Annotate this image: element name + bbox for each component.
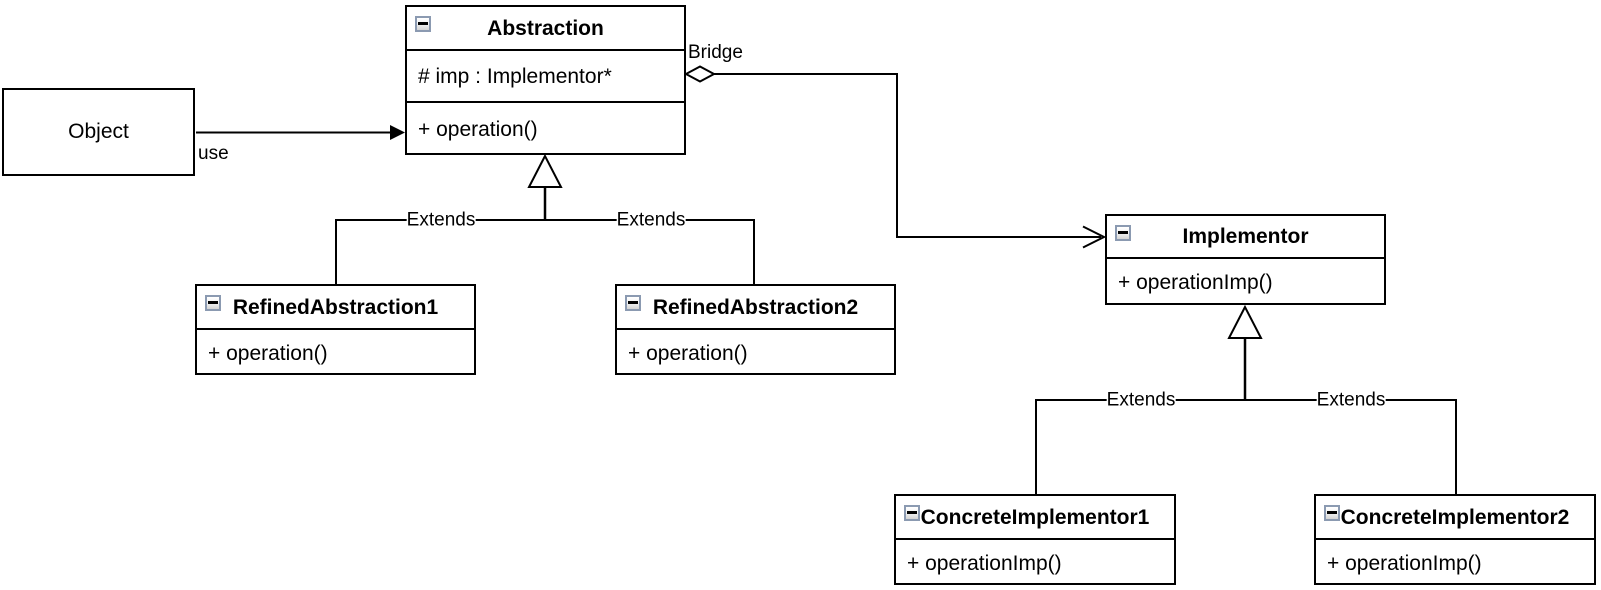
- class-object-title: Object: [68, 120, 129, 143]
- edge-generalization-implementor[interactable]: [1035, 304, 1457, 494]
- edge-generalization-abstraction[interactable]: [335, 153, 755, 284]
- class-abstraction-method: + operation(): [407, 101, 684, 153]
- class-concrete-implementor1-title: ConcreteImplementor1: [920, 505, 1150, 529]
- class-refined-abstraction2[interactable]: RefinedAbstraction2 + operation(): [615, 284, 896, 375]
- class-refined-abstraction2-title: RefinedAbstraction2: [652, 295, 859, 319]
- collapse-minus-icon[interactable]: [904, 505, 920, 521]
- collapse-minus-icon[interactable]: [415, 16, 431, 32]
- class-abstraction-attribute: # imp : Implementor*: [407, 49, 684, 101]
- edge-label-extends-1: Extends: [406, 209, 476, 231]
- class-refined-abstraction2-method: + operation(): [617, 328, 894, 373]
- edge-use-association[interactable]: [196, 125, 405, 140]
- class-abstraction[interactable]: Abstraction # imp : Implementor* + opera…: [405, 5, 686, 155]
- class-abstraction-title: Abstraction: [487, 16, 604, 40]
- open-arrowhead-icon: [1082, 225, 1107, 249]
- edge-label-bridge: Bridge: [688, 42, 743, 63]
- hollow-triangle-icon: [527, 153, 563, 188]
- edge-label-use: use: [198, 143, 229, 164]
- class-implementor-title: Implementor: [1182, 225, 1309, 248]
- filled-arrowhead-icon: [390, 125, 405, 140]
- class-concrete-implementor1[interactable]: ConcreteImplementor1 + operationImp(): [894, 494, 1176, 585]
- class-implementor-method: + operationImp(): [1107, 257, 1384, 303]
- edge-label-extends-2: Extends: [616, 209, 686, 231]
- collapse-minus-icon[interactable]: [625, 295, 641, 311]
- class-object[interactable]: Object: [2, 88, 195, 176]
- class-refined-abstraction1-method: + operation(): [197, 328, 474, 373]
- collapse-minus-icon[interactable]: [205, 295, 221, 311]
- edge-label-extends-4: Extends: [1316, 389, 1386, 411]
- hollow-triangle-icon: [1227, 304, 1263, 339]
- class-concrete-implementor2-method: + operationImp(): [1316, 538, 1594, 583]
- class-concrete-implementor2-title: ConcreteImplementor2: [1340, 505, 1570, 529]
- edge-label-extends-3: Extends: [1106, 389, 1176, 411]
- class-refined-abstraction1[interactable]: RefinedAbstraction1 + operation(): [195, 284, 476, 375]
- class-refined-abstraction1-title: RefinedAbstraction1: [232, 295, 439, 319]
- class-concrete-implementor2[interactable]: ConcreteImplementor2 + operationImp(): [1314, 494, 1596, 585]
- class-concrete-implementor1-method: + operationImp(): [896, 538, 1174, 583]
- collapse-minus-icon[interactable]: [1324, 505, 1340, 521]
- edge-bridge-aggregation[interactable]: [683, 65, 1107, 249]
- aggregation-diamond-icon: [683, 65, 717, 83]
- class-implementor[interactable]: Implementor + operationImp(): [1105, 214, 1386, 305]
- collapse-minus-icon[interactable]: [1115, 225, 1131, 241]
